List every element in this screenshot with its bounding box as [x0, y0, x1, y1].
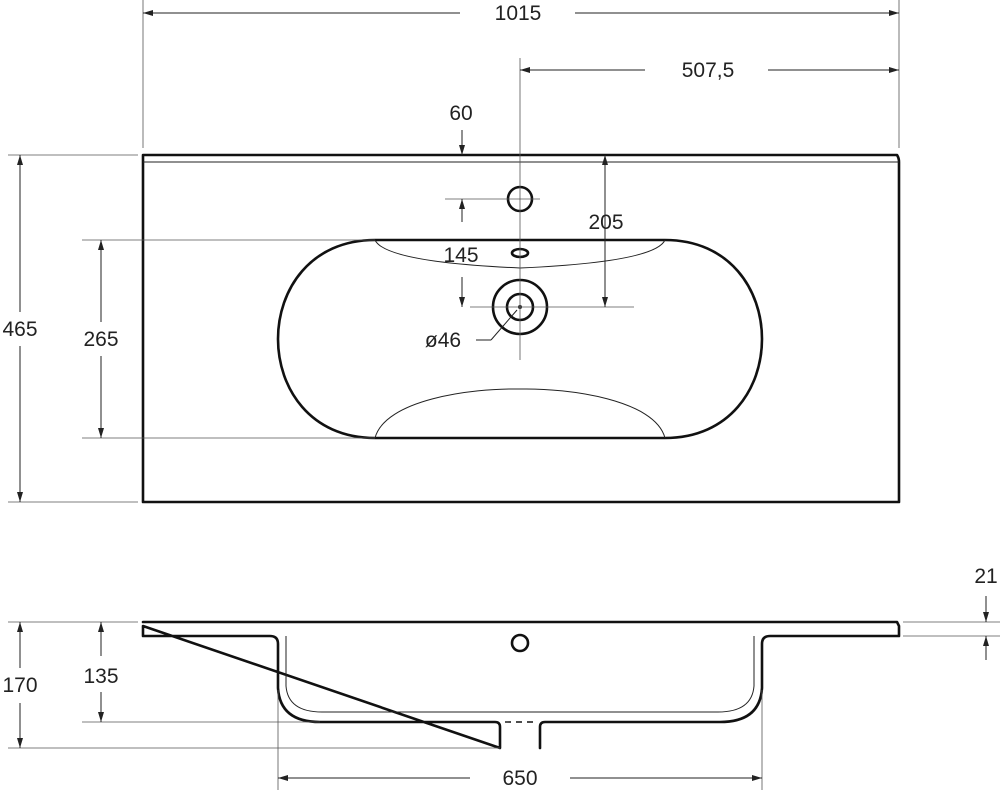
side-view: 21 170 135 650 — [2, 565, 1000, 790]
dim-tap-hole-offset: 60 — [449, 102, 472, 125]
dim-drain-diameter: ø46 — [425, 329, 461, 352]
dim-drain-offset: 205 — [588, 211, 623, 234]
dim-overall-height: 170 — [2, 674, 37, 697]
dim-overflow-offset: 145 — [443, 244, 478, 267]
dim-center-offset: 507,5 — [682, 59, 735, 82]
dim-bowl-width: 650 — [502, 767, 537, 790]
dim-overall-depth: 465 — [2, 318, 37, 341]
dim-rim-thickness: 21 — [974, 565, 997, 588]
countertop-outline — [141, 153, 901, 504]
side-profile-outline — [141, 620, 901, 750]
side-inner-bowl-line — [285, 636, 755, 713]
dim-bowl-depth: 265 — [83, 328, 118, 351]
dim-overall-width: 1015 — [495, 2, 542, 25]
bowl-inner-curve-bottom — [374, 388, 666, 439]
side-overflow-hole — [510, 633, 530, 653]
dim-bowl-height: 135 — [83, 665, 118, 688]
top-view: 1015 507,5 60 205 145 ø46 — [2, 0, 901, 504]
